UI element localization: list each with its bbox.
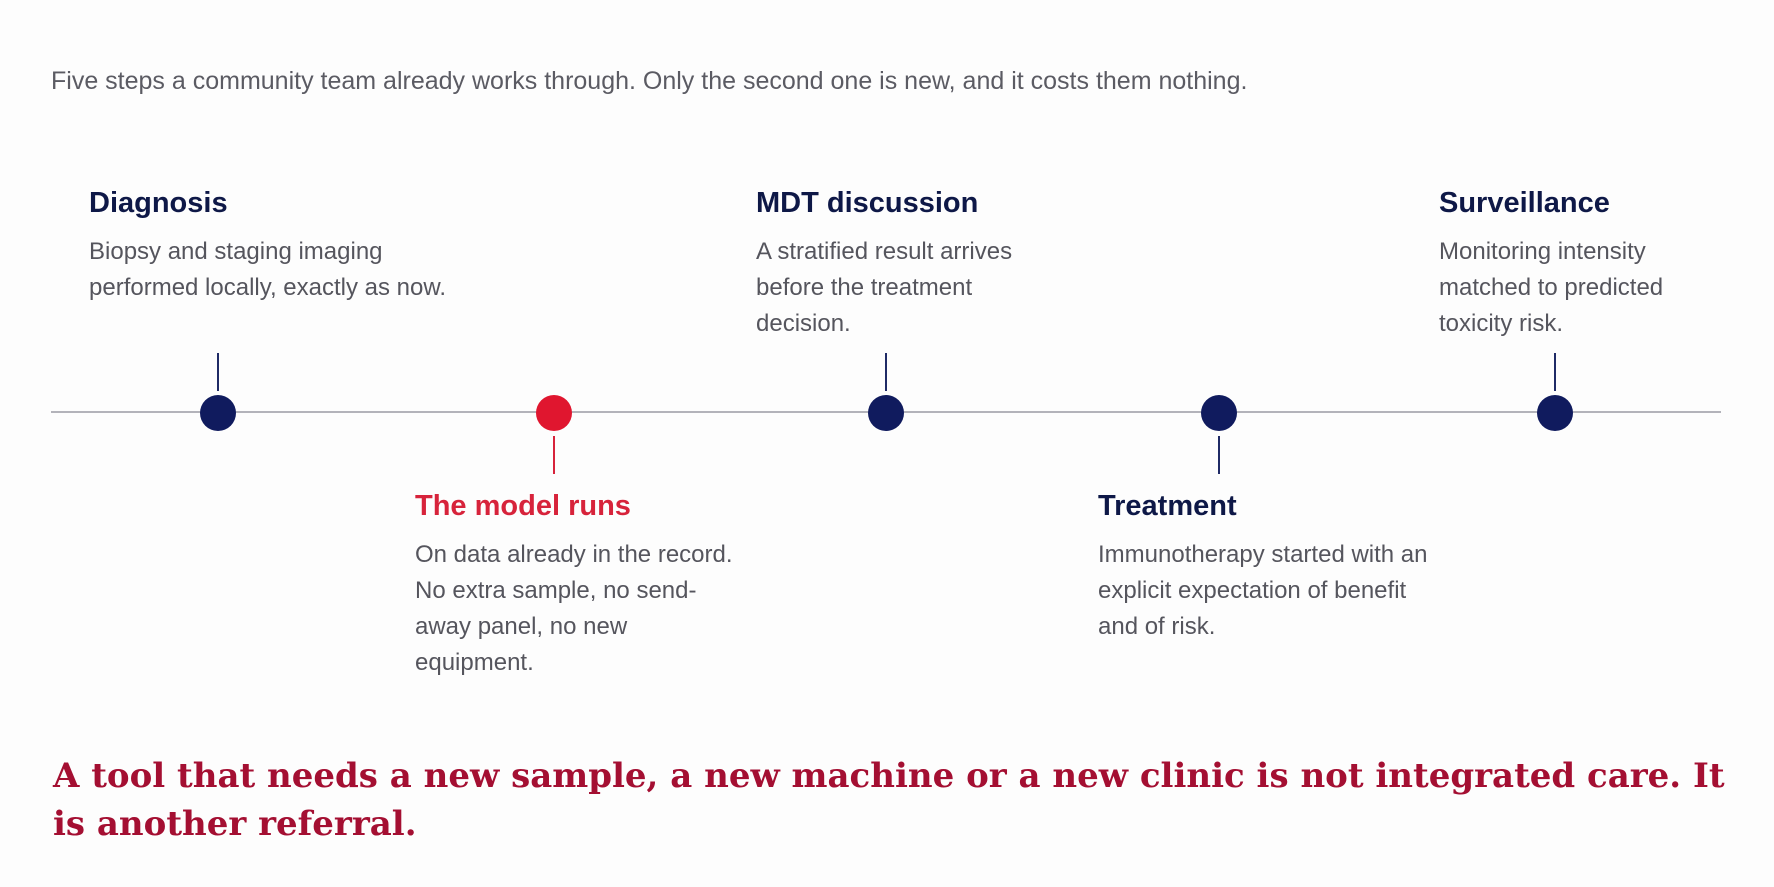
- step-title: Treatment: [1098, 490, 1237, 522]
- step-description: A stratified result arrives before the t…: [756, 238, 1013, 337]
- node-surveillance: [1537, 395, 1573, 431]
- step-title: Diagnosis: [89, 187, 228, 219]
- step-surveillance: Surveillance Monitoring intensity matche…: [1439, 182, 1774, 342]
- connector-treatment: [1218, 436, 1220, 474]
- step-title: The model runs: [415, 490, 631, 522]
- step-diagnosis: Diagnosis Biopsy and staging imaging per…: [89, 182, 449, 306]
- node-diagnosis: [200, 395, 236, 431]
- connector-model-runs: [553, 436, 555, 474]
- connector-surveillance: [1554, 353, 1556, 391]
- connector-mdt-discussion: [885, 353, 887, 391]
- step-title: MDT discussion: [756, 187, 979, 219]
- step-description: Immunotherapy started with an explicit e…: [1098, 541, 1428, 640]
- step-treatment: Treatment Immunotherapy started with an …: [1098, 485, 1458, 645]
- step-description: Monitoring intensity matched to predicte…: [1439, 238, 1664, 337]
- step-title: Surveillance: [1439, 187, 1610, 219]
- conclusion-statement: A tool that needs a new sample, a new ma…: [53, 756, 1725, 844]
- step-description: On data already in the record. No extra …: [415, 541, 733, 676]
- node-model-runs: [536, 395, 572, 431]
- step-model-runs: The model runs On data already in the re…: [415, 485, 775, 681]
- step-mdt-discussion: MDT discussion A stratified result arriv…: [756, 182, 1116, 342]
- connector-diagnosis: [217, 353, 219, 391]
- intro-text: Five steps a community team already work…: [51, 67, 1248, 95]
- node-treatment: [1201, 395, 1237, 431]
- step-description: Biopsy and staging imaging performed loc…: [89, 238, 447, 301]
- node-mdt-discussion: [868, 395, 904, 431]
